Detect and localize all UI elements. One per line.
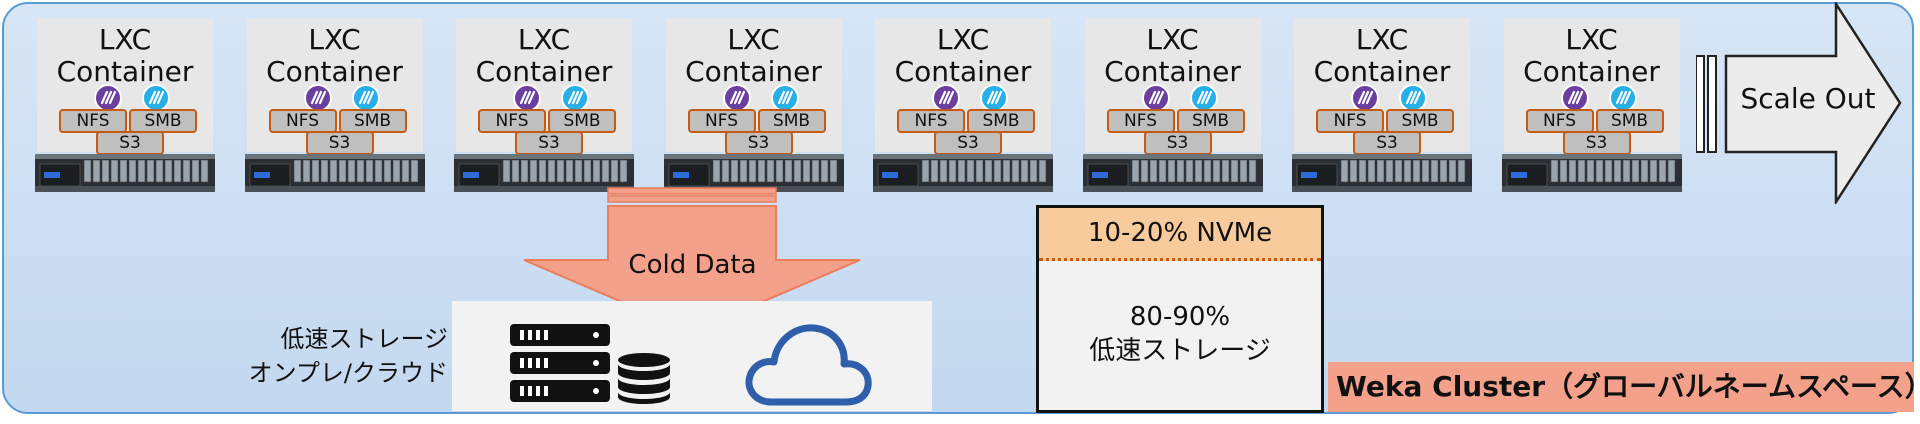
smb-logo-icon (1189, 84, 1218, 112)
server-hardware-icon (1292, 154, 1472, 192)
nfs-logo-icon (1560, 84, 1589, 112)
lxc-container-label: LXC Container (475, 23, 613, 88)
database-icon (618, 353, 670, 404)
nfs-logo-icon (94, 84, 122, 112)
smb-logo-icon (1399, 84, 1427, 112)
nfs-logo-icon (932, 84, 960, 112)
server-hardware-icon (454, 154, 634, 192)
nfs-logo-icon (303, 84, 332, 112)
cold-data-label: Cold Data (628, 250, 757, 280)
nfs-protocol-box: NFS (897, 109, 965, 133)
nfs-protocol-box: NFS (1316, 109, 1384, 133)
nfs-logo-icon (722, 84, 751, 112)
lxc-container-label: LXC Container (1104, 23, 1241, 88)
lxc-container-label: LXC Container (894, 23, 1032, 88)
server-hardware-icon (1501, 154, 1682, 192)
s3-protocol-box: S3 (1353, 131, 1421, 155)
lxc-container-label: LXC Container (1313, 23, 1451, 88)
server-hardware-icon (244, 154, 425, 192)
server-hardware-icon (35, 154, 215, 192)
smb-logo-icon (980, 84, 1008, 112)
nfs-logo-icon (1351, 84, 1379, 112)
smb-logo-icon (770, 84, 799, 112)
smb-logo-icon (1608, 84, 1637, 112)
slow-storage-label: 低速ストレージ オンプレ/クラウド (240, 322, 448, 390)
s3-protocol-box: S3 (96, 131, 164, 155)
server-hardware-icon (873, 154, 1053, 192)
lxc-container-label: LXC Container (1523, 23, 1660, 88)
slow-tier-percent: 80-90% (1129, 302, 1231, 332)
slow-tier-label: 80-90% 低速ストレージ (1039, 300, 1321, 368)
s3-protocol-box: S3 (515, 131, 583, 155)
smb-protocol-box: SMB (1386, 109, 1454, 133)
smb-logo-icon (351, 84, 380, 112)
nfs-protocol-box: NFS (59, 109, 127, 133)
nfs-protocol-box: NFS (268, 109, 337, 133)
scale-out-arrow (1696, 2, 1902, 204)
tiering-box: 10-20% NVMe 80-90% 低速ストレージ (1036, 205, 1324, 413)
smb-protocol-box: SMB (757, 109, 826, 133)
nvme-tier-label: 10-20% NVMe (1039, 208, 1321, 261)
slow-storage-label-line2: オンプレ/クラウド (248, 359, 448, 387)
slow-storage-label-line1: 低速ストレージ (280, 325, 448, 353)
smb-protocol-box: SMB (548, 109, 616, 133)
lxc-container-label: LXC Container (685, 23, 822, 88)
smb-protocol-box: SMB (1595, 109, 1664, 133)
smb-logo-icon (561, 84, 589, 112)
s3-protocol-box: S3 (1562, 131, 1631, 155)
smb-logo-icon (142, 84, 170, 112)
nfs-protocol-box: NFS (1525, 109, 1594, 133)
scale-out-label: Scale Out (1740, 82, 1876, 115)
nfs-logo-icon (1141, 84, 1170, 112)
cold-data-arrow (523, 187, 861, 334)
nfs-protocol-box: NFS (1106, 109, 1175, 133)
lxc-container-label: LXC Container (266, 23, 403, 88)
weka-cluster-banner: Weka Cluster（グローバルネームスペース） (1328, 362, 1920, 412)
cloud-icon (745, 324, 872, 406)
smb-protocol-box: SMB (967, 109, 1035, 133)
nfs-logo-icon (513, 84, 541, 112)
server-hardware-icon (1082, 154, 1263, 192)
smb-protocol-box: SMB (1176, 109, 1245, 133)
nfs-protocol-box: NFS (687, 109, 756, 133)
lxc-container-label: LXC Container (56, 23, 194, 88)
server-rack-icon (510, 324, 610, 402)
slow-tier-name: 低速ストレージ (1089, 336, 1271, 366)
smb-protocol-box: SMB (129, 109, 197, 133)
s3-protocol-box: S3 (1143, 131, 1212, 155)
nfs-protocol-box: NFS (478, 109, 546, 133)
s3-protocol-box: S3 (305, 131, 374, 155)
smb-protocol-box: SMB (338, 109, 407, 133)
